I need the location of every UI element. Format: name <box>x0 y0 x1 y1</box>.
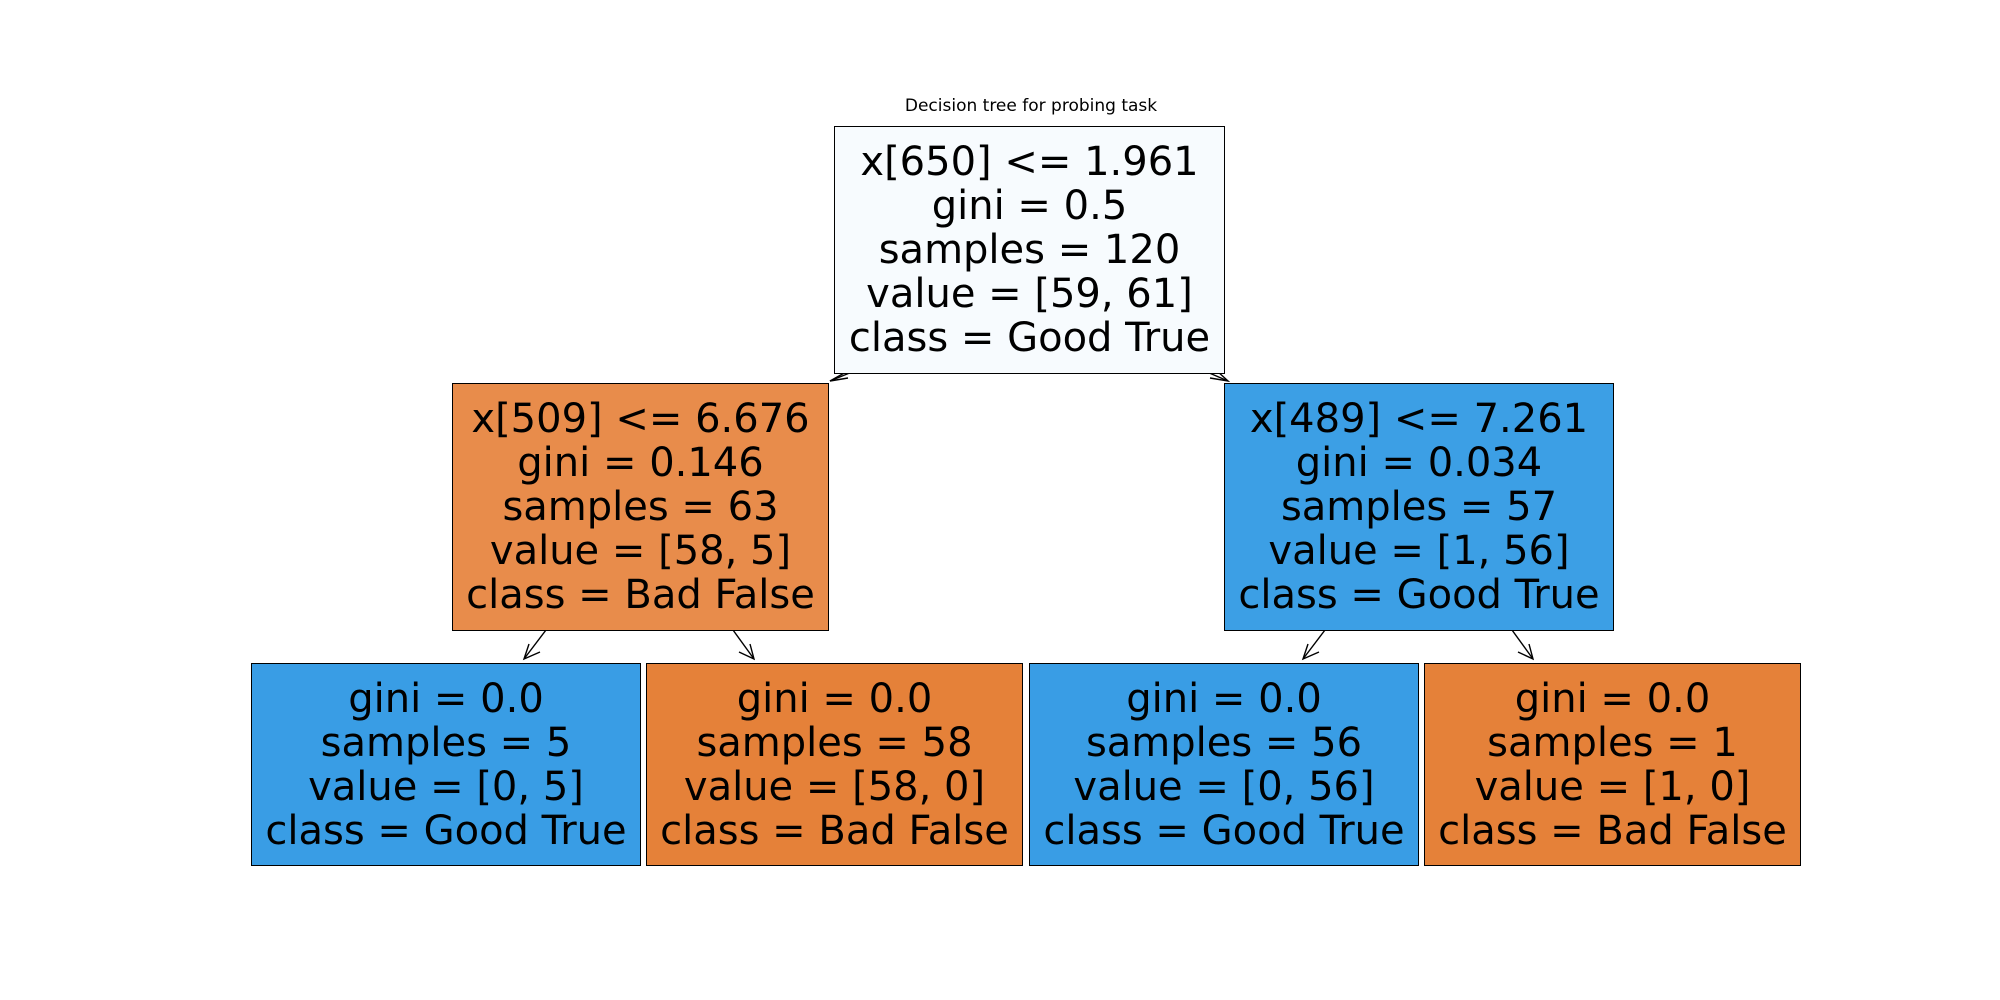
node-samples: samples = 63 <box>502 484 779 530</box>
figure-title: Decision tree for probing task <box>904 96 1158 116</box>
node-value: value = [59, 61] <box>866 271 1193 317</box>
node-gini: gini = 0.0 <box>736 675 933 722</box>
edge-left-leaf-ll <box>523 629 547 660</box>
node-split: x[509] <= 6.676 <box>471 396 810 442</box>
node-gini: gini = 0.0 <box>348 675 544 722</box>
tree-leaf-right-left: gini = 0.0 samples = 56 value = [0, 56] … <box>1029 663 1419 866</box>
node-value: value = [0, 5] <box>308 763 584 810</box>
arrowhead-right-leaf-rr <box>1517 643 1535 661</box>
node-samples: samples = 1 <box>1487 719 1738 766</box>
edge-left-leaf-lr <box>732 629 755 660</box>
node-samples: samples = 58 <box>696 719 973 766</box>
node-gini: gini = 0.0 <box>1126 675 1322 722</box>
node-class: class = Good True <box>848 315 1211 361</box>
node-value: value = [58, 0] <box>683 763 986 810</box>
arrowhead-left-leaf-lr <box>738 643 756 661</box>
node-samples: samples = 5 <box>320 719 572 766</box>
node-value: value = [58, 5] <box>489 528 792 574</box>
node-gini: gini = 0.0 <box>1514 675 1711 722</box>
tree-leaf-left-left: gini = 0.0 samples = 5 value = [0, 5] cl… <box>251 663 641 866</box>
node-samples: samples = 56 <box>1085 719 1363 766</box>
node-gini: gini = 0.146 <box>517 440 764 486</box>
node-value: value = [1, 0] <box>1474 763 1751 810</box>
node-split: x[489] <= 7.261 <box>1249 396 1589 442</box>
node-samples: samples = 120 <box>878 227 1181 273</box>
node-gini: gini = 0.5 <box>931 183 1128 229</box>
tree-leaf-left-right: gini = 0.0 samples = 58 value = [58, 0] … <box>646 663 1023 866</box>
edge-right-leaf-rl <box>1302 629 1326 660</box>
node-value: value = [1, 56] <box>1268 528 1570 574</box>
node-value: value = [0, 56] <box>1073 763 1375 810</box>
node-gini: gini = 0.034 <box>1295 440 1543 486</box>
edge-right-leaf-rr <box>1511 629 1534 660</box>
tree-node-left: x[509] <= 6.676 gini = 0.146 samples = 6… <box>452 383 829 631</box>
tree-node-root: x[650] <= 1.961 gini = 0.5 samples = 120… <box>834 126 1225 374</box>
node-class: class = Good True <box>1043 807 1405 854</box>
node-class: class = Bad False <box>660 807 1009 854</box>
tree-leaf-right-right: gini = 0.0 samples = 1 value = [1, 0] cl… <box>1424 663 1801 866</box>
arrowhead-root-left <box>829 371 849 382</box>
node-class: class = Good True <box>265 807 627 854</box>
node-split: x[650] <= 1.961 <box>860 139 1199 185</box>
node-class: class = Bad False <box>466 572 815 618</box>
node-samples: samples = 57 <box>1280 484 1558 530</box>
arrowhead-right-leaf-rl <box>1301 643 1320 661</box>
tree-node-right: x[489] <= 7.261 gini = 0.034 samples = 5… <box>1224 383 1614 631</box>
node-class: class = Bad False <box>1438 807 1787 854</box>
arrowhead-left-leaf-ll <box>522 643 541 661</box>
node-class: class = Good True <box>1238 572 1600 618</box>
